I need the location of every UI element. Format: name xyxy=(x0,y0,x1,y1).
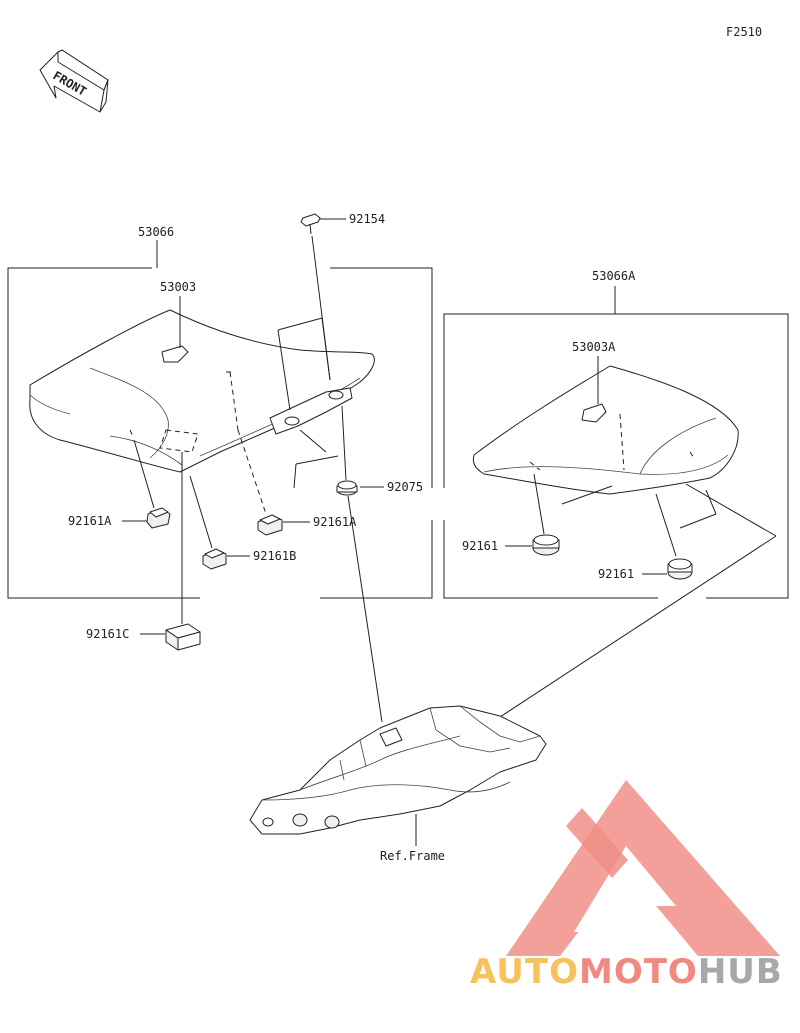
label-53003A: 53003A xyxy=(572,340,616,354)
label-92161A-right: 92161A xyxy=(313,515,357,529)
bolt-icon xyxy=(300,213,321,235)
front-seat-group: 53066 53003 92154 xyxy=(7,212,433,723)
label-53003: 53003 xyxy=(160,280,196,294)
watermark-moto: MOTO xyxy=(579,952,698,992)
label-92161C: 92161C xyxy=(86,627,129,641)
grommet-icon xyxy=(336,480,358,496)
label-92161A-left: 92161A xyxy=(68,514,112,528)
watermark-text: AUTOMOTOHUB xyxy=(470,952,783,992)
label-53066: 53066 xyxy=(138,225,174,239)
label-92154: 92154 xyxy=(349,212,385,226)
damper-icon xyxy=(202,548,227,570)
watermark-auto: AUTO xyxy=(470,952,579,992)
front-arrow-icon: FRONT xyxy=(39,49,109,113)
watermark-logo-icon xyxy=(506,780,780,956)
label-92161-right: 92161 xyxy=(598,567,634,581)
label-92161B: 92161B xyxy=(253,549,296,563)
rear-seat-group: 53066A 53003A 92161 921 xyxy=(443,269,789,739)
label-53066A: 53066A xyxy=(592,269,636,283)
damper-icon xyxy=(257,514,283,536)
label-92075: 92075 xyxy=(387,480,423,494)
figure-code: F2510 xyxy=(726,25,762,39)
damper-icon xyxy=(667,558,693,580)
watermark-hub: HUB xyxy=(698,952,783,992)
frame-reference-label: Ref.Frame xyxy=(380,849,445,863)
rear-frame: Ref.Frame xyxy=(249,705,547,863)
damper-icon xyxy=(532,534,560,556)
label-92161-left: 92161 xyxy=(462,539,498,553)
damper-icon xyxy=(146,507,171,529)
damper-icon xyxy=(165,623,201,651)
